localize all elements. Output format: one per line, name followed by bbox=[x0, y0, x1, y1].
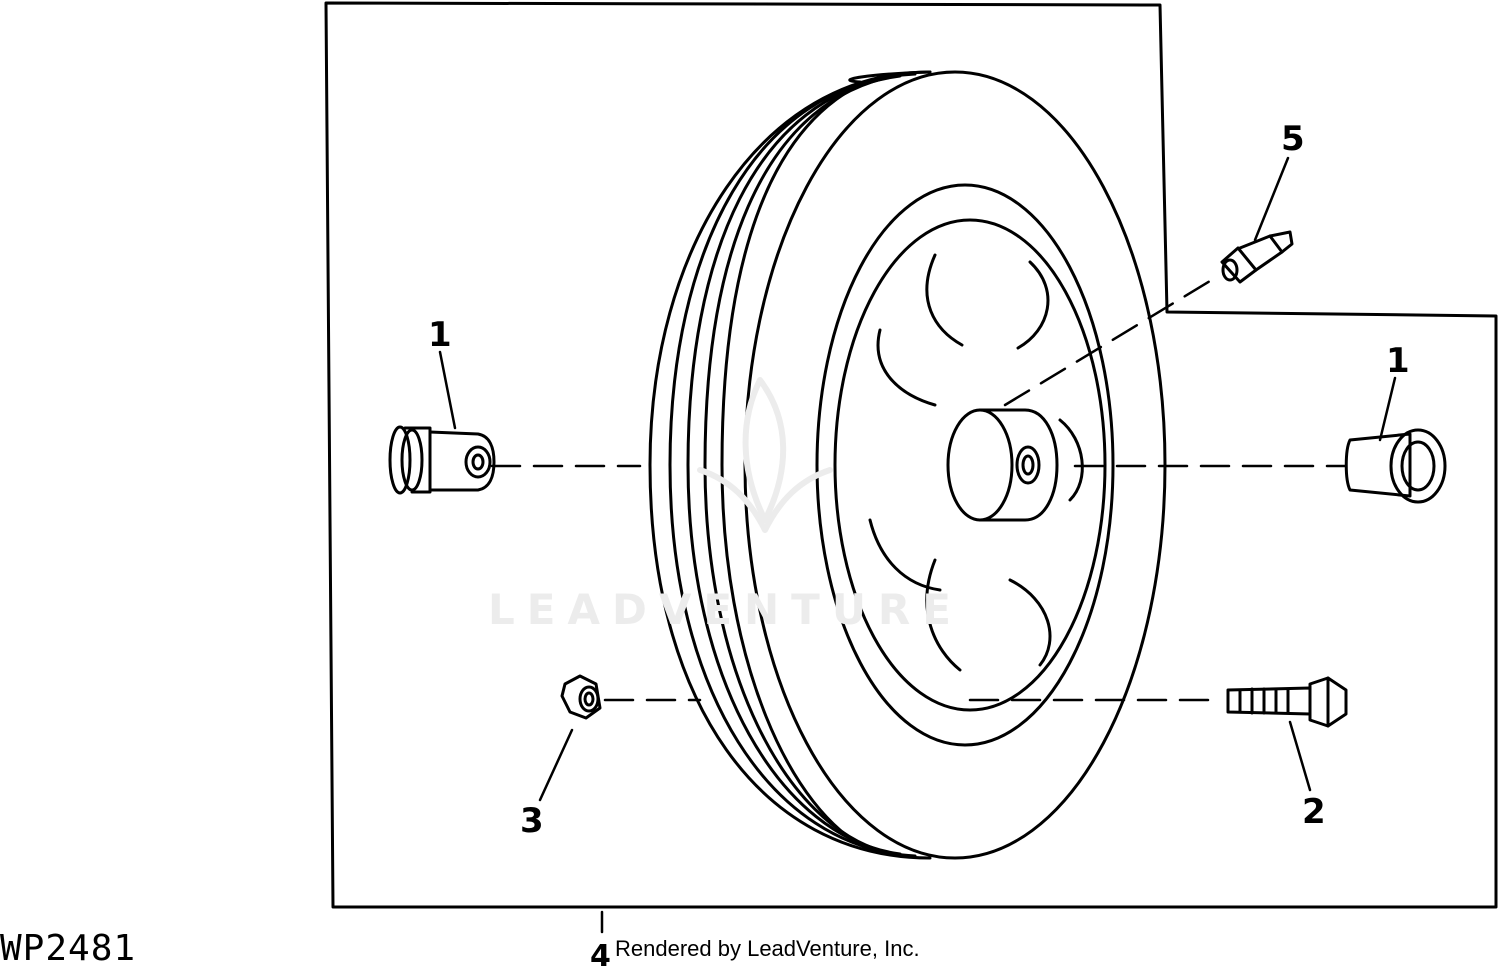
callout-1-right: 1 bbox=[1386, 341, 1410, 381]
hub-bushing-right bbox=[1344, 428, 1447, 504]
watermark-text: LEADVENTURE bbox=[488, 585, 963, 634]
callout-3: 3 bbox=[520, 801, 544, 841]
hub-bushing-left bbox=[388, 425, 496, 495]
grease-fitting bbox=[1220, 230, 1294, 284]
wheel-tire bbox=[648, 70, 1167, 860]
callout-1-left: 1 bbox=[428, 315, 452, 355]
callout-2: 2 bbox=[1302, 792, 1326, 832]
callout-5: 5 bbox=[1281, 119, 1305, 159]
diagram-panel-border bbox=[324, 1, 1498, 909]
figure-code: WP2481 bbox=[0, 928, 137, 969]
callout-leader-lines bbox=[438, 156, 1397, 934]
nut bbox=[560, 674, 602, 720]
bolt bbox=[1226, 676, 1348, 728]
render-credit: Rendered by LeadVenture, Inc. bbox=[615, 936, 920, 961]
callout-4: 4 bbox=[590, 939, 611, 974]
watermark-logo bbox=[697, 377, 833, 533]
axle-center-lines bbox=[490, 276, 1347, 702]
